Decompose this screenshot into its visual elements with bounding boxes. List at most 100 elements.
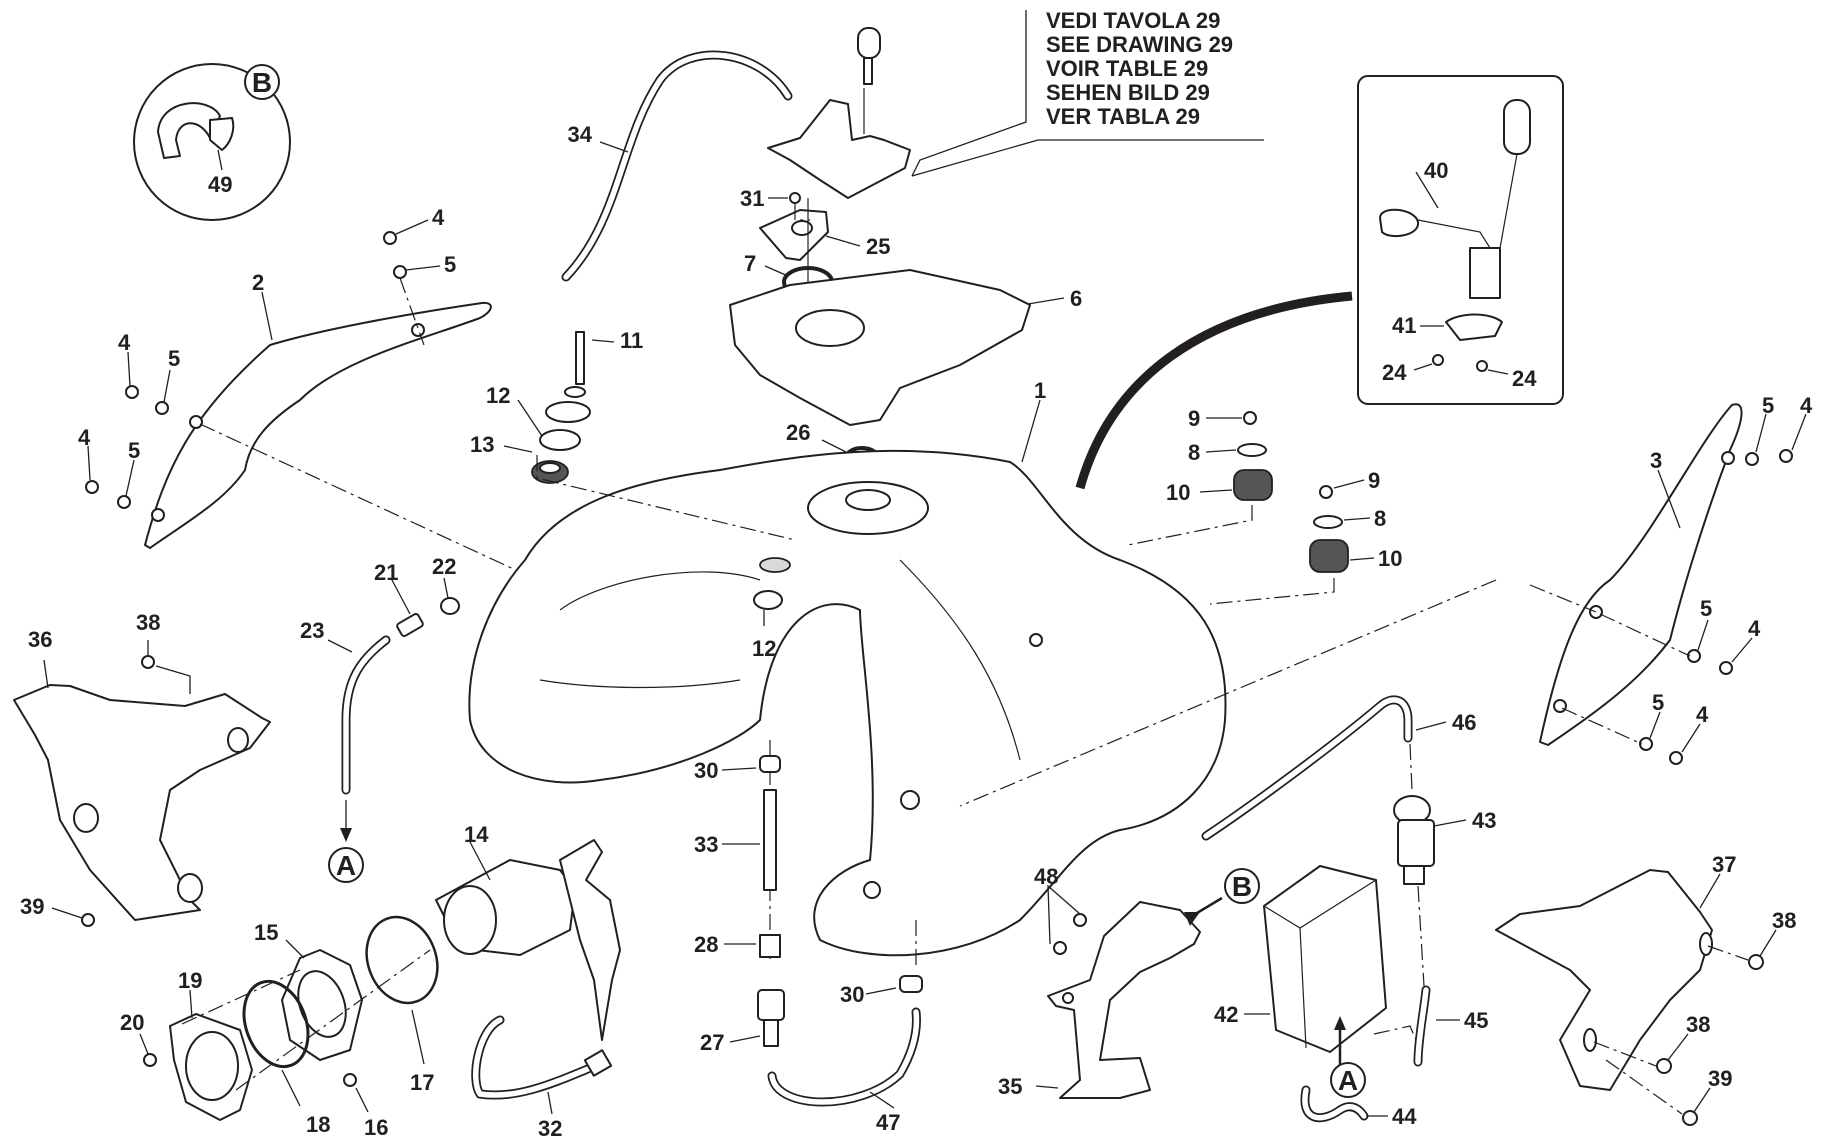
- callout-38b: 38: [1772, 908, 1796, 933]
- ref-marker-b-label: B: [252, 67, 272, 98]
- arrow-down-icon: [340, 828, 352, 842]
- grommet-12: [539, 429, 581, 451]
- callout-21: 21: [374, 560, 398, 585]
- float-upper: [1503, 99, 1531, 155]
- screw-48: [1073, 913, 1087, 927]
- screw-39: [1682, 1110, 1698, 1126]
- callout-5e: 5: [1700, 596, 1712, 621]
- callout-17: 17: [410, 1070, 434, 1095]
- callout-39b: 39: [1708, 1066, 1732, 1091]
- fuel-level-sender-inset: 40 41 24 24: [1357, 75, 1564, 405]
- damper-group-a: 9 8 10: [1127, 406, 1273, 546]
- screw-38: [1748, 954, 1764, 970]
- side-panel-3: 3 5 4 5 4 5 4: [959, 393, 1813, 807]
- clamp-30: [759, 755, 781, 773]
- float-40: [1379, 208, 1419, 238]
- note-underline: [911, 139, 1264, 177]
- bracket-35: 35 48 B: [998, 864, 1260, 1099]
- quick-connector-27: [757, 989, 785, 1021]
- callout-48: 48: [1034, 864, 1058, 889]
- callout-12b: 12: [752, 636, 776, 661]
- damper-group-b: 9 8 10: [1209, 468, 1402, 605]
- screw-4: [85, 480, 99, 494]
- callout-4f: 4: [1696, 702, 1709, 727]
- callout-42: 42: [1214, 1002, 1238, 1027]
- callout-35: 35: [998, 1074, 1022, 1099]
- callout-38a: 38: [136, 610, 160, 635]
- bracket-35-outline: [1047, 901, 1201, 1099]
- valve-body: [1397, 819, 1435, 867]
- key-icon: [857, 27, 881, 59]
- callout-46: 46: [1452, 710, 1476, 735]
- callout-5b: 5: [168, 346, 180, 371]
- washer-5: [155, 401, 169, 415]
- callout-45: 45: [1464, 1008, 1488, 1033]
- callout-27: 27: [700, 1030, 724, 1055]
- tank-cover-6: 6: [729, 269, 1082, 426]
- flange-25: [759, 209, 829, 261]
- callout-11: 11: [620, 328, 643, 353]
- callout-8a: 8: [1188, 440, 1200, 465]
- canister-body: [1263, 865, 1387, 1053]
- washer-5: [1687, 649, 1701, 663]
- screw-4: [125, 385, 139, 399]
- callout-5a: 5: [444, 252, 456, 277]
- callout-37: 37: [1712, 852, 1736, 877]
- callout-25: 25: [866, 234, 890, 259]
- callout-5d: 5: [1762, 393, 1774, 418]
- screw-31: [789, 192, 801, 204]
- callout-14: 14: [464, 822, 489, 847]
- see-drawing-note: VEDI TAVOLA 29 SEE DRAWING 29 VOIR TABLE…: [911, 8, 1264, 177]
- callout-18: 18: [306, 1112, 330, 1137]
- tube-33: [763, 789, 777, 891]
- screw-4: [1719, 661, 1733, 675]
- bracket-37-outline: [1495, 869, 1713, 1091]
- callout-30a: 30: [694, 758, 718, 783]
- bolt-9: [1319, 485, 1333, 499]
- bolt-11: [575, 331, 585, 385]
- gasket-17: [365, 915, 439, 1005]
- detail-b-clip-49: 49 B: [133, 63, 291, 221]
- callout-38c: 38: [1686, 1012, 1710, 1037]
- washer-8: [1237, 443, 1267, 457]
- ref-marker-a-label: A: [336, 850, 356, 881]
- fuel-pump-group: 14 17 15 18 19 20 16 32: [120, 822, 621, 1137]
- ref-marker-b: [244, 64, 280, 100]
- callout-7: 7: [744, 251, 756, 276]
- o-ring-18: [242, 979, 310, 1069]
- screw-48: [1053, 941, 1067, 955]
- callout-6: 6: [1070, 286, 1082, 311]
- callout-1: 1: [1034, 378, 1046, 403]
- callout-22: 22: [432, 554, 456, 579]
- callout-9b: 9: [1368, 468, 1380, 493]
- callout-10b: 10: [1378, 546, 1402, 571]
- inset-frame: [1357, 75, 1564, 405]
- vent-hose-34: 34: [561, 50, 793, 282]
- callout-2: 2: [252, 270, 264, 295]
- screw-38: [1656, 1058, 1672, 1074]
- washer-5: [117, 495, 131, 509]
- callout-10a: 10: [1166, 480, 1190, 505]
- callout-40: 40: [1424, 158, 1448, 183]
- fitting-21: [396, 613, 424, 637]
- hose-47: [767, 1007, 921, 1107]
- screw-20: [143, 1053, 157, 1067]
- side-panel-2: 2 4 5 4 5 4 5: [78, 205, 521, 573]
- washer-22: [440, 597, 460, 615]
- washer-5: [393, 265, 407, 279]
- screw-24: [1476, 360, 1488, 372]
- fuel-cap: [767, 99, 911, 199]
- sender-cable: [1075, 291, 1353, 490]
- tank-1-outline: [468, 449, 1227, 957]
- callout-4a: 4: [432, 205, 445, 230]
- callout-31: 31: [740, 186, 764, 211]
- arrow-icon: [1184, 912, 1200, 926]
- callout-5f: 5: [1652, 690, 1664, 715]
- panel-2-outline: [144, 301, 492, 549]
- callout-24a: 24: [1382, 360, 1407, 385]
- callout-4b: 4: [118, 330, 131, 355]
- ref-marker-a: [328, 847, 364, 883]
- ref-marker-a-label: A: [1338, 1065, 1358, 1096]
- cover-6-outline: [729, 269, 1031, 426]
